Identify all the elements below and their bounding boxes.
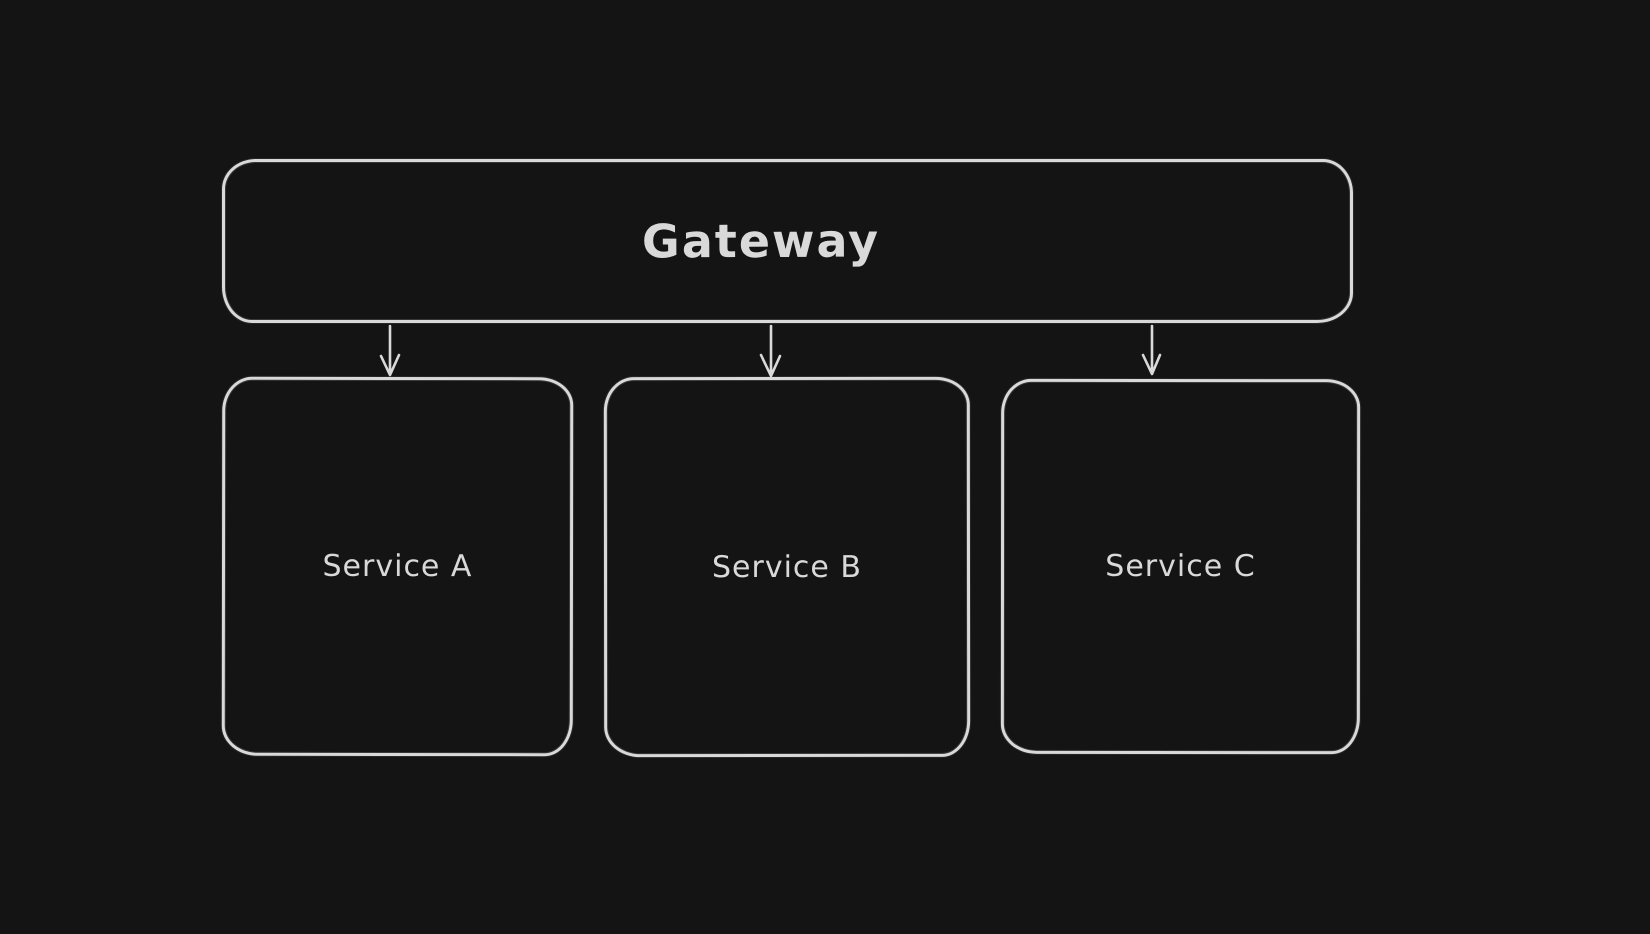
arrow-down-icon <box>1141 324 1162 376</box>
service-c-node[interactable]: Service C <box>1000 378 1361 755</box>
arrow-down-icon <box>379 324 401 377</box>
gateway-node[interactable]: Gateway <box>222 159 1353 323</box>
arrow-gateway-to-service-a[interactable] <box>368 324 412 379</box>
service-a-label: Service A <box>322 548 473 585</box>
service-c-label: Service C <box>1105 548 1256 585</box>
service-b-node[interactable]: Service B <box>603 376 971 758</box>
arrow-down-icon <box>759 324 782 378</box>
gateway-label: Gateway <box>642 213 881 269</box>
arrow-gateway-to-service-c[interactable] <box>1130 324 1174 379</box>
service-b-label: Service B <box>711 549 863 585</box>
service-a-node[interactable]: Service A <box>221 376 574 757</box>
arrow-gateway-to-service-b[interactable] <box>749 324 793 379</box>
